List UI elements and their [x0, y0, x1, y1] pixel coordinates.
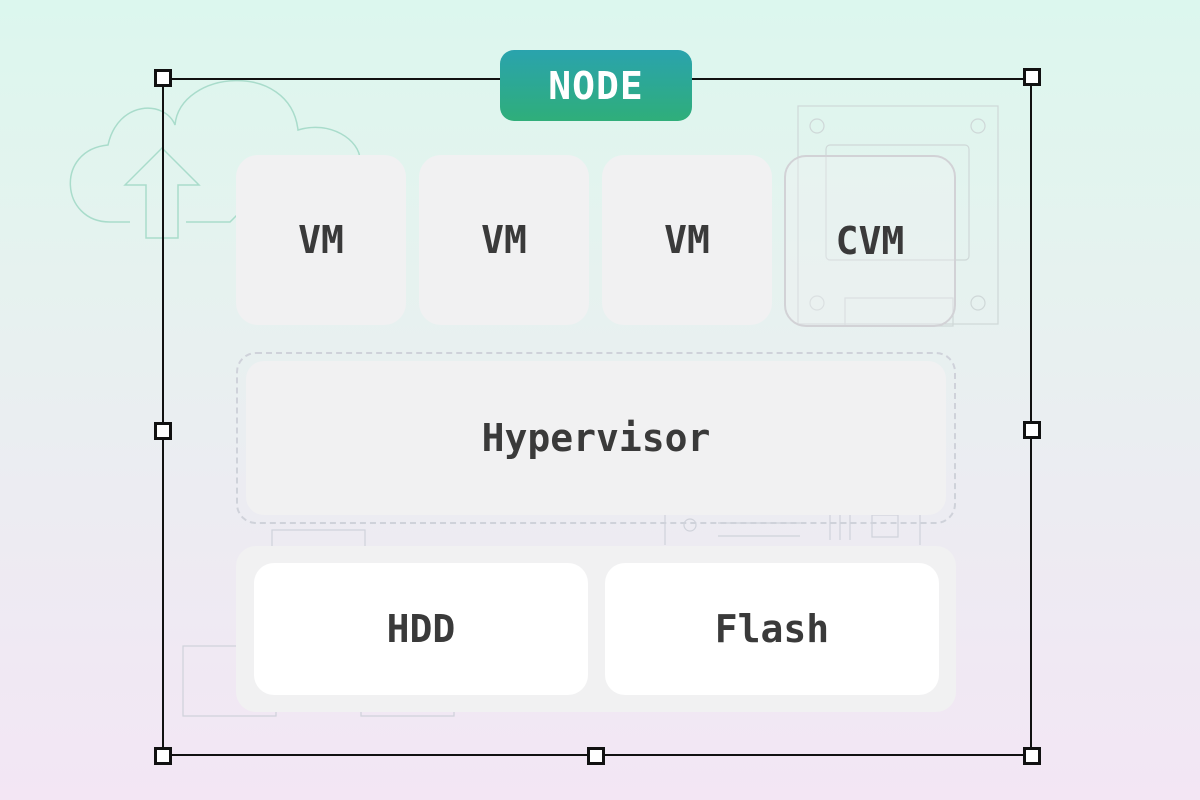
vm-box-2: VM [419, 155, 589, 325]
cvm-box: CVM [784, 155, 956, 327]
resize-handle-bottom-left[interactable] [154, 747, 172, 765]
hdd-box: HDD [254, 563, 588, 695]
resize-handle-bottom-right[interactable] [1023, 747, 1041, 765]
flash-box: Flash [605, 563, 939, 695]
resize-handle-top-right[interactable] [1023, 68, 1041, 86]
circuit-board-icon [797, 105, 999, 327]
resize-handle-bottom-middle[interactable] [587, 747, 605, 765]
resize-handle-middle-left[interactable] [154, 422, 172, 440]
resize-handle-top-left[interactable] [154, 69, 172, 87]
cloud-upload-icon [69, 79, 361, 239]
hypervisor-outline [236, 352, 956, 524]
node-title-badge: NODE [500, 50, 692, 121]
vm-box-1: VM [236, 155, 406, 325]
hypervisor-box: Hypervisor [246, 361, 946, 515]
resize-handle-middle-right[interactable] [1023, 421, 1041, 439]
vm-box-3: VM [602, 155, 772, 325]
